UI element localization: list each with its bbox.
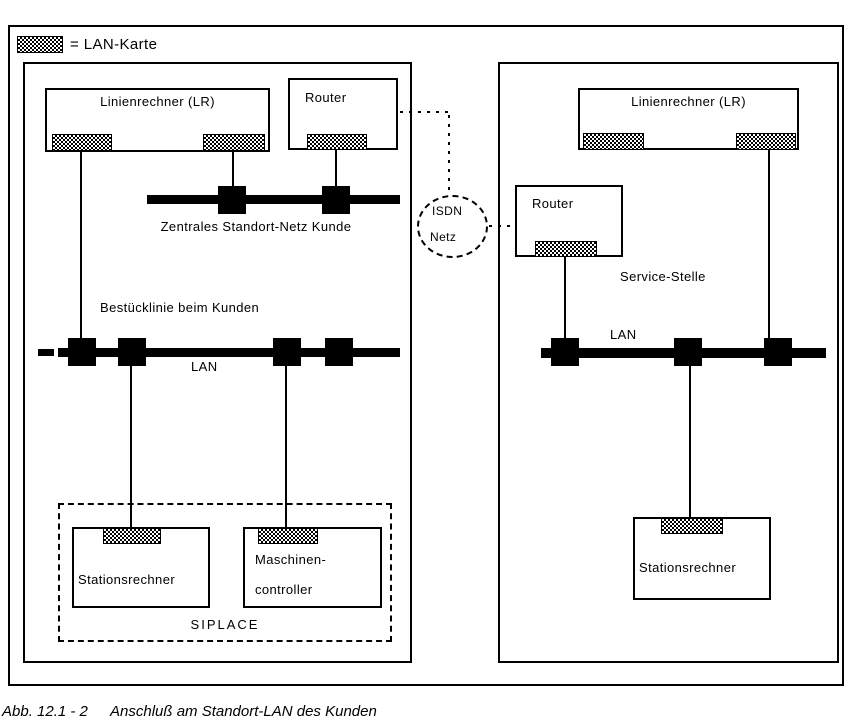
bus-tap: [218, 186, 246, 214]
connection-line: [80, 151, 82, 338]
lan-card: [583, 133, 644, 150]
bus-tap: [674, 338, 702, 366]
lan-left-label: LAN: [191, 359, 218, 374]
bus-tap: [322, 186, 350, 214]
siplace-label: SIPLACE: [190, 617, 260, 632]
isdn-label-line2: Netz: [430, 230, 457, 244]
lan-card: [258, 528, 318, 544]
linienrechner-right-label: Linienrechner (LR): [631, 94, 746, 109]
dotted-link: [448, 115, 450, 193]
connection-line: [130, 366, 132, 528]
router-left-label: Router: [305, 90, 347, 105]
lan-card: [307, 134, 367, 150]
bus-tap: [551, 338, 579, 366]
isdn-cloud: ISDN Netz: [417, 195, 488, 258]
isdn-label-line1: ISDN: [432, 204, 463, 218]
figure-title: Anschluß am Standort-LAN des Kunden: [110, 703, 377, 720]
lan-card: [736, 133, 796, 150]
bus-tap: [325, 338, 353, 366]
lan-card: [535, 241, 597, 257]
lan-bus-stub: [38, 349, 54, 356]
connection-line: [768, 150, 770, 338]
central-network-label: Zentrales Standort-Netz Kunde: [160, 219, 352, 234]
customer-lan-bus: [58, 348, 400, 357]
lan-right-label: LAN: [610, 327, 637, 342]
lan-card: [203, 134, 265, 151]
lan-card: [103, 528, 161, 544]
router-right-label: Router: [532, 196, 574, 211]
connection-line: [335, 150, 337, 186]
lan-card: [52, 134, 112, 151]
connection-line: [285, 366, 287, 528]
stationsrechner-right-label: Stationsrechner: [639, 560, 737, 575]
figure-reference: Abb. 12.1 - 2: [2, 703, 88, 720]
router-right-box: Router: [515, 185, 623, 257]
connection-line: [232, 151, 234, 186]
service-stelle-label: Service-Stelle: [620, 269, 706, 284]
maschinencontroller-label-line2: controller: [255, 582, 313, 597]
connection-line: [564, 257, 566, 338]
connection-line: [689, 366, 691, 517]
dotted-link: [489, 225, 514, 227]
bus-tap: [764, 338, 792, 366]
bus-tap: [273, 338, 301, 366]
siplace-group-box: [58, 503, 392, 642]
lan-card: [661, 518, 723, 534]
maschinencontroller-label-line1: Maschinen-: [255, 552, 327, 567]
lan-card-legend-swatch: [17, 36, 63, 53]
legend-label: = LAN-Karte: [70, 36, 158, 53]
linienrechner-left-label: Linienrechner (LR): [100, 94, 215, 109]
bus-tap: [68, 338, 96, 366]
stationsrechner-left-label: Stationsrechner: [78, 572, 176, 587]
bestueck-line-label: Bestücklinie beim Kunden: [100, 300, 260, 315]
dotted-link: [400, 111, 450, 113]
central-site-network-bus: [147, 195, 400, 204]
bus-tap: [118, 338, 146, 366]
